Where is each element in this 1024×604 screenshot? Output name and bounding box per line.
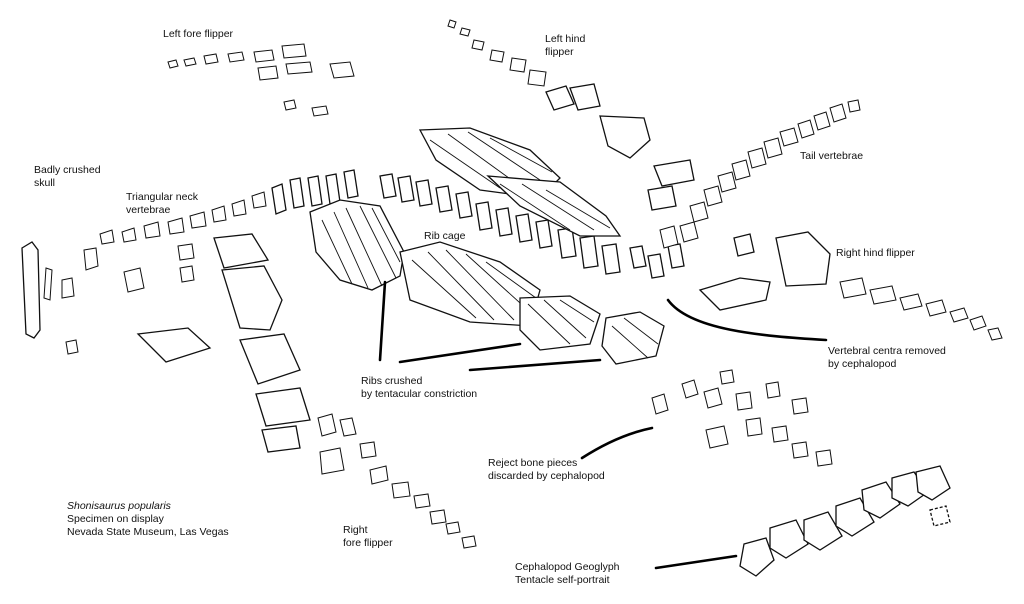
label-rib-cage: Rib cage: [424, 230, 466, 242]
label-vertebral-centra-removed: Vertebral centra removed by cephalopod: [828, 345, 946, 370]
tail-vertebrae: [659, 99, 861, 249]
skull-bones: [21, 241, 99, 355]
species-name: Shonisaurus popularis: [67, 500, 171, 512]
reject-bone-pieces: [651, 369, 833, 467]
label-triangular-neck-vertebrae: Triangular neck vertebrae: [126, 191, 198, 216]
leader-lines: [378, 280, 828, 570]
label-right-fore-flipper: Right fore flipper: [343, 524, 393, 549]
rib-cage: [309, 127, 665, 365]
left-hind-flipper-bones: [447, 19, 695, 211]
right-fore-flipper-bones: [136, 233, 477, 549]
label-right-hind-flipper: Right hind flipper: [836, 247, 915, 259]
left-fore-flipper-bones: [167, 43, 355, 117]
label-reject-bone-pieces: Reject bone pieces discarded by cephalop…: [488, 457, 605, 482]
neck-vertebrae: [99, 191, 267, 293]
label-badly-crushed-skull: Badly crushed skull: [34, 164, 101, 189]
label-cephalopod-geoglyph: Cephalopod Geoglyph Tentacle self-portra…: [515, 561, 620, 586]
label-left-fore-flipper: Left fore flipper: [163, 28, 234, 40]
vertebral-column: [271, 169, 685, 279]
label-tail-vertebrae: Tail vertebrae: [800, 150, 864, 162]
label-left-hind-flipper: Left hind flipper: [545, 33, 586, 58]
right-hind-flipper-bones: [698, 231, 1003, 341]
cephalopod-geoglyph: [739, 465, 951, 577]
label-ribs-crushed: Ribs crushed by tentacular constriction: [361, 375, 478, 400]
label-specimen-info: Shonisaurus popularis Specimen on displa…: [67, 500, 229, 538]
